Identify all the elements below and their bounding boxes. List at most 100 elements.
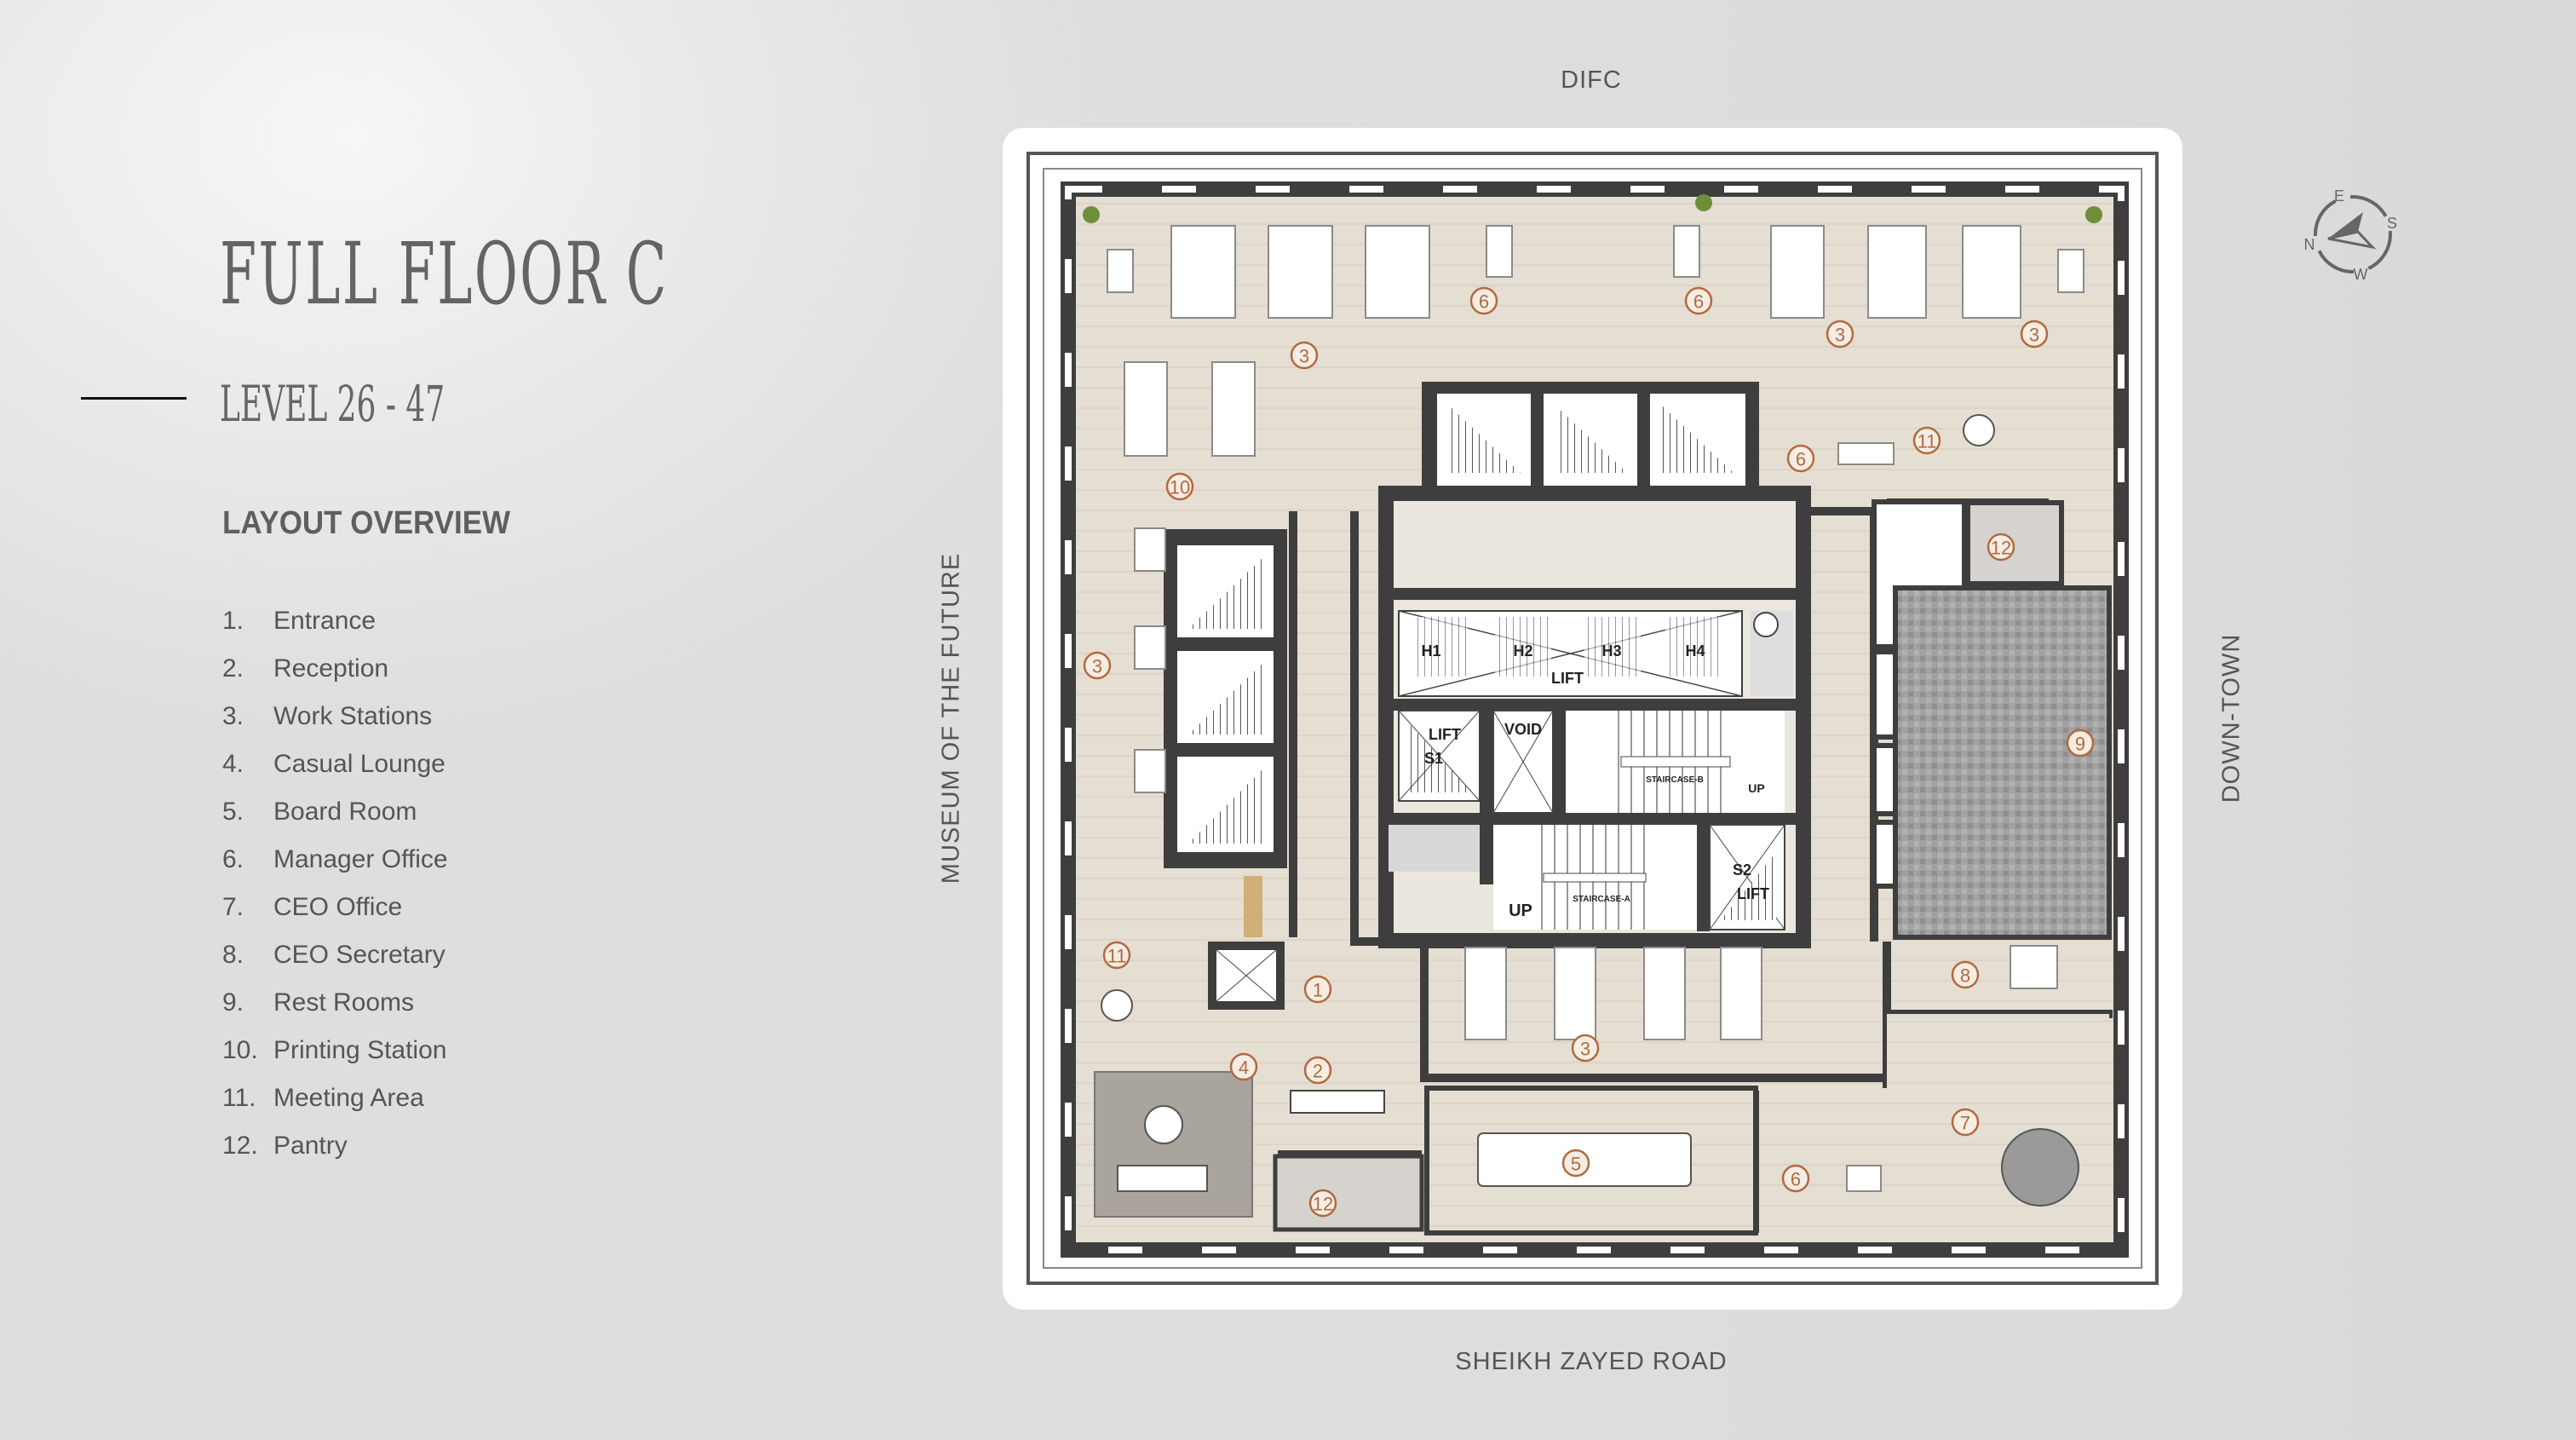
legend-item: 3.Work Stations (222, 702, 448, 750)
room-marker: 6 (1469, 286, 1498, 315)
room-marker: 11 (1102, 941, 1131, 970)
room-marker: 8 (1951, 960, 1980, 989)
level-range: LEVEL 26 - 47 (220, 375, 446, 433)
marker-number: 9 (2075, 734, 2085, 755)
legend-number: 2. (222, 654, 244, 683)
legend-number: 8. (222, 941, 244, 969)
legend-number: 3. (222, 702, 244, 730)
legend-number: 6. (222, 845, 244, 873)
legend-number: 1. (222, 607, 244, 635)
marker-number: 6 (1693, 291, 1704, 313)
legend-item: 6. Manager Office (222, 845, 448, 893)
compass-w: W (2354, 266, 2368, 283)
room-marker: 6 (1786, 444, 1815, 473)
plants (1083, 194, 2102, 223)
room-marker: 12 (1308, 1189, 1337, 1218)
legend-number: 9. (222, 988, 244, 1017)
marker-number: 12 (1313, 1194, 1333, 1215)
marker-number: 11 (1918, 431, 1937, 452)
marker-number: 3 (1835, 325, 1845, 346)
restrooms (1893, 585, 2112, 940)
legend-number: 5. (222, 798, 244, 826)
room-marker: 7 (1951, 1108, 1980, 1137)
lift-h4-label: H4 (1685, 642, 1705, 660)
legend-item: 2. Reception (222, 654, 448, 702)
lifts-left (1164, 529, 1287, 1010)
s1-label: S1 (1424, 750, 1443, 767)
lift-s2-label: LIFT (1737, 885, 1769, 902)
legend-label: Casual Lounge (273, 750, 446, 778)
legend-label: Manager Office (273, 845, 448, 873)
staircase-a-up-label: UP (1509, 901, 1532, 920)
windows (1065, 186, 2125, 1253)
legend-label: Board Room (273, 798, 417, 826)
compass-icon: E S N W (2304, 187, 2398, 283)
s2-label: S2 (1733, 861, 1751, 878)
title-divider (81, 397, 187, 400)
legend-label: Printing Station (273, 1036, 447, 1064)
bottom-rooms (1094, 1014, 2109, 1236)
legend-item: 9.Rest Rooms (222, 988, 448, 1036)
room-markers: 6 6 3 3 3 6 11 10 12 3 9 11 1 8 3 4 2 7 … (1083, 286, 2095, 1218)
staircase-a-label: STAIRCASE-A (1573, 895, 1630, 904)
room-marker: 1 (1303, 975, 1332, 1004)
lift-bank-label: LIFT (1551, 670, 1584, 687)
room-marker: 5 (1561, 1149, 1590, 1178)
legend-label: Reception (273, 654, 389, 683)
marker-number: 3 (1580, 1039, 1590, 1060)
room-marker: 12 (1987, 533, 2015, 562)
room-marker: 6 (1684, 286, 1713, 315)
layout-overview-heading: LAYOUT OVERVIEW (222, 505, 511, 541)
compass-e: E (2334, 187, 2344, 204)
lift-h2-label: H2 (1513, 642, 1532, 660)
legend-item: 11.Meeting Area (222, 1084, 448, 1132)
lift-h3-label: H3 (1601, 642, 1621, 660)
legend-number: 4. (222, 750, 244, 778)
legend-item: 5. Board Room (222, 798, 448, 845)
staircase-b-label: STAIRCASE-B (1646, 775, 1704, 785)
marker-number: 4 (1239, 1057, 1249, 1079)
legend-label: Entrance (273, 607, 377, 635)
room-marker: 3 (1290, 341, 1319, 370)
legend-item: 12.Pantry (222, 1132, 448, 1179)
staircase-b-up-label: UP (1748, 781, 1764, 795)
marker-number: 3 (1299, 346, 1309, 367)
legend-number: 12. (222, 1132, 258, 1160)
legend-item: 1. Entrance (222, 607, 448, 654)
core-labels: H1 H2 H3 H4 LIFT LIFT S1 VOID STAIRCASE-… (1421, 642, 1769, 920)
room-marker: 3 (1083, 651, 1112, 680)
room-marker: 3 (1571, 1034, 1600, 1063)
room-marker: 3 (2020, 320, 2049, 348)
marker-number: 6 (1796, 449, 1806, 470)
legend-label: CEO Office (273, 893, 403, 921)
marker-number: 7 (1960, 1113, 1970, 1134)
marker-number: 10 (1170, 477, 1190, 498)
marker-number: 11 (1107, 946, 1127, 967)
legend-number: 11. (222, 1084, 256, 1112)
marker-number: 6 (1791, 1169, 1801, 1190)
marker-number: 3 (2029, 325, 2039, 346)
room-marker: 11 (1912, 426, 1941, 455)
marker-number: 1 (1313, 980, 1323, 1001)
legend-number: 7. (222, 893, 244, 921)
legend-item: 8. CEO Secretary (222, 941, 448, 988)
lift-s1-label: LIFT (1429, 726, 1461, 743)
legend-item: 10. Printing Station (222, 1036, 448, 1084)
marker-number: 8 (1960, 965, 1970, 987)
room-marker: 6 (1781, 1164, 1810, 1193)
room-marker: 2 (1303, 1056, 1332, 1085)
marker-number: 6 (1479, 291, 1489, 313)
meeting-tables (1101, 414, 1995, 1022)
room-marker: 3 (1826, 320, 1854, 348)
lift-h1-label: H1 (1421, 642, 1440, 660)
marker-number: 3 (1092, 656, 1102, 677)
room-marker: 4 (1229, 1052, 1258, 1081)
marker-number: 5 (1571, 1154, 1581, 1175)
service-lifts-top (1422, 382, 1759, 497)
room-marker: 9 (2066, 729, 2095, 757)
marker-number: 12 (1991, 538, 2011, 559)
legend-number: 10. (222, 1036, 258, 1064)
legend-label: CEO Secretary (273, 941, 446, 969)
legend-item: 7. CEO Office (222, 893, 448, 941)
